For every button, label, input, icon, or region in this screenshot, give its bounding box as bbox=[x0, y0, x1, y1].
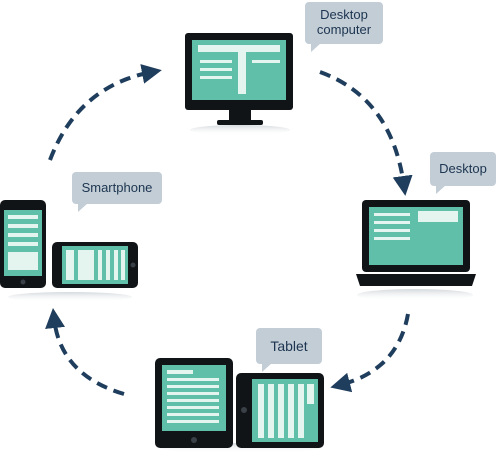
tablet-label-text: Tablet bbox=[270, 337, 308, 354]
arrow-laptop-to-tablet bbox=[330, 313, 410, 393]
desktop-monitor-icon bbox=[185, 33, 293, 135]
arrow-tablet-to-phone bbox=[45, 308, 125, 396]
desktop-computer-label: Desktop computer bbox=[305, 2, 383, 52]
desktop-label: Desktop bbox=[430, 152, 496, 194]
desktop-computer-label-text: Desktop computer bbox=[316, 7, 372, 37]
laptop-icon bbox=[356, 200, 476, 301]
tablet-icons bbox=[155, 358, 324, 453]
arrow-phone-to-monitor bbox=[48, 64, 162, 161]
cycle-arrows bbox=[45, 64, 413, 396]
desktop-label-text: Desktop bbox=[439, 160, 487, 176]
smartphone-label: Smartphone bbox=[72, 172, 162, 212]
smartphone-label-text: Smartphone bbox=[81, 179, 153, 195]
smartphone-icons bbox=[0, 200, 138, 302]
tablet-label: Tablet bbox=[256, 328, 322, 372]
arrow-monitor-to-laptop bbox=[319, 70, 413, 196]
